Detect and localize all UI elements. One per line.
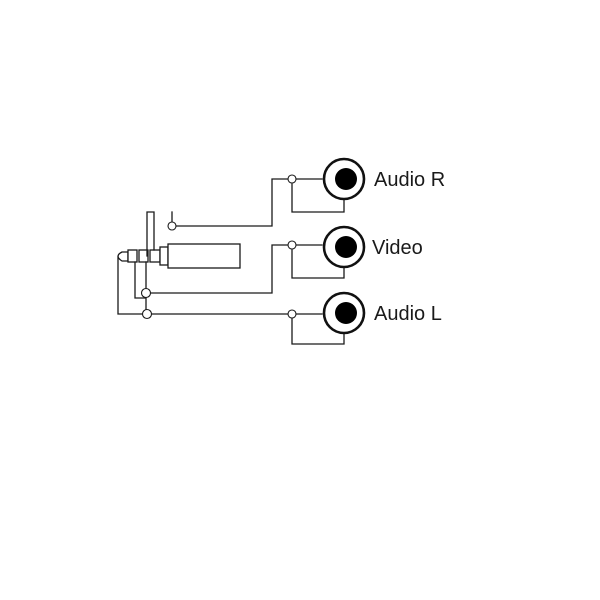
plug-ring-1 [127, 249, 138, 263]
rca-jack-video [322, 225, 366, 269]
rca-jack-audio-l [322, 291, 366, 335]
label-video: Video [372, 237, 423, 259]
wire-video-ground [291, 249, 345, 279]
plug-body [167, 243, 241, 269]
plug-ring-2 [138, 249, 149, 263]
wire-audio-l-drop [134, 261, 147, 311]
wire-video-run [150, 244, 290, 294]
plug-collar [159, 246, 169, 266]
rca-jack-audio-r [322, 157, 366, 201]
rca-jack-center [335, 302, 357, 324]
junction-node [167, 221, 177, 231]
junction-node [141, 308, 153, 320]
wiring [117, 174, 345, 345]
label-audio-r: Audio R [374, 169, 445, 191]
plug-tip [117, 251, 129, 262]
wire-audio-r-run [171, 178, 290, 227]
rca-jack-center [335, 236, 357, 258]
junction-node [287, 309, 297, 319]
label-audio-l: Audio L [374, 303, 442, 325]
wire-audio-r-signal [146, 211, 155, 257]
plug-ring-3 [149, 249, 161, 263]
trrs-plug-icon [117, 243, 241, 269]
junction-node [287, 240, 297, 250]
junction-node [140, 287, 152, 299]
wire-audio-r-ground [291, 183, 345, 213]
junction-node [287, 174, 297, 184]
wire-audio-l-ground [291, 317, 345, 345]
wire-sleeve-ground [117, 256, 143, 315]
rca-jack-center [335, 168, 357, 190]
